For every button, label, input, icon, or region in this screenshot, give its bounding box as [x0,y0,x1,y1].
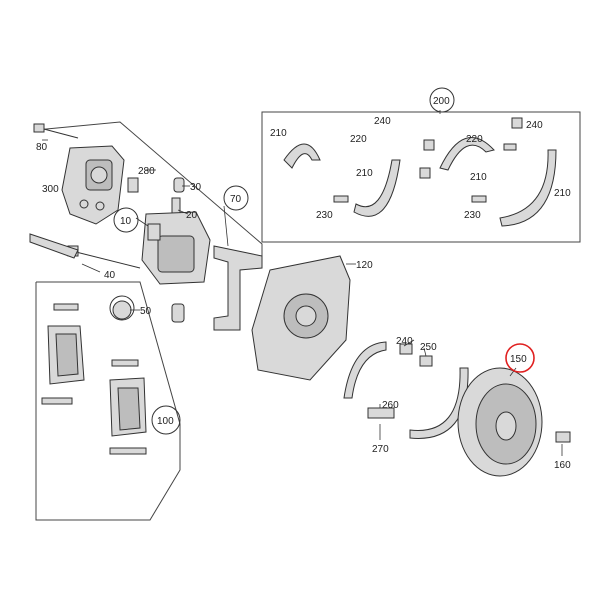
callout-label-10: 10 [120,216,132,227]
callout-label-160: 160 [554,460,571,471]
callout-label-240-c: 240 [396,336,413,347]
brake-caliper [141,211,211,285]
disc-screw-160 [555,431,571,443]
part-250 [419,355,433,367]
callout-label-230-a: 230 [316,210,333,221]
highlight-circle-150 [505,343,535,373]
callout-label-240-b: 240 [526,120,543,131]
callout-label-20: 20 [186,210,198,221]
part-30-bleeder [173,177,185,193]
caliper-carrier [61,145,125,225]
brake-pad-rear [109,377,147,437]
callout-label-230-b: 230 [464,210,481,221]
callout-label-210-a: 210 [270,128,287,139]
callout-circles [109,87,535,435]
callout-label-240-a: 240 [374,116,391,127]
brake-disc [457,367,543,477]
callout-label-270: 270 [372,444,389,455]
callout-label-280: 280 [138,166,155,177]
parking-brake-shoes-right [439,117,557,227]
shoe-hardware [333,143,517,203]
callout-label-150: 150 [510,354,527,365]
callout-label-250: 250 [420,342,437,353]
bolt-40 [67,245,141,269]
callout-label-70: 70 [230,194,242,205]
callout-label-210-d: 210 [554,188,571,199]
callout-label-210-b: 210 [356,168,373,179]
callout-label-120: 120 [356,260,373,271]
dust-boot [171,303,185,323]
callout-label-200: 200 [433,96,450,107]
part-240-lower [399,343,413,355]
callout-label-220-a: 220 [350,134,367,145]
parking-brake-shoes-left [283,139,435,217]
pad-hardware [41,303,147,455]
caliper-group-outline [35,121,263,262]
wedge-part [29,233,79,259]
callout-label-30: 30 [190,182,202,193]
callout-label-260: 260 [382,400,399,411]
part-280 [127,177,139,193]
callout-label-80: 80 [36,142,48,153]
parking-shoe-lower [343,341,469,439]
backing-plate [251,255,351,381]
callout-label-50: 50 [140,306,152,317]
parking-brake-box [261,111,581,243]
callout-label-220-b: 220 [466,134,483,145]
bolt-80 [33,123,79,139]
leader-lines [42,110,563,456]
callout-label-210-c: 210 [470,172,487,183]
brake-pad-front [47,325,85,385]
part-50-wrench [112,300,132,320]
callout-label-100: 100 [157,416,174,427]
anti-rattle-spring [213,245,263,331]
callout-label-40: 40 [104,270,116,281]
pad-kit-box [35,281,181,521]
adjuster-260 [367,407,395,419]
callout-label-300: 300 [42,184,59,195]
